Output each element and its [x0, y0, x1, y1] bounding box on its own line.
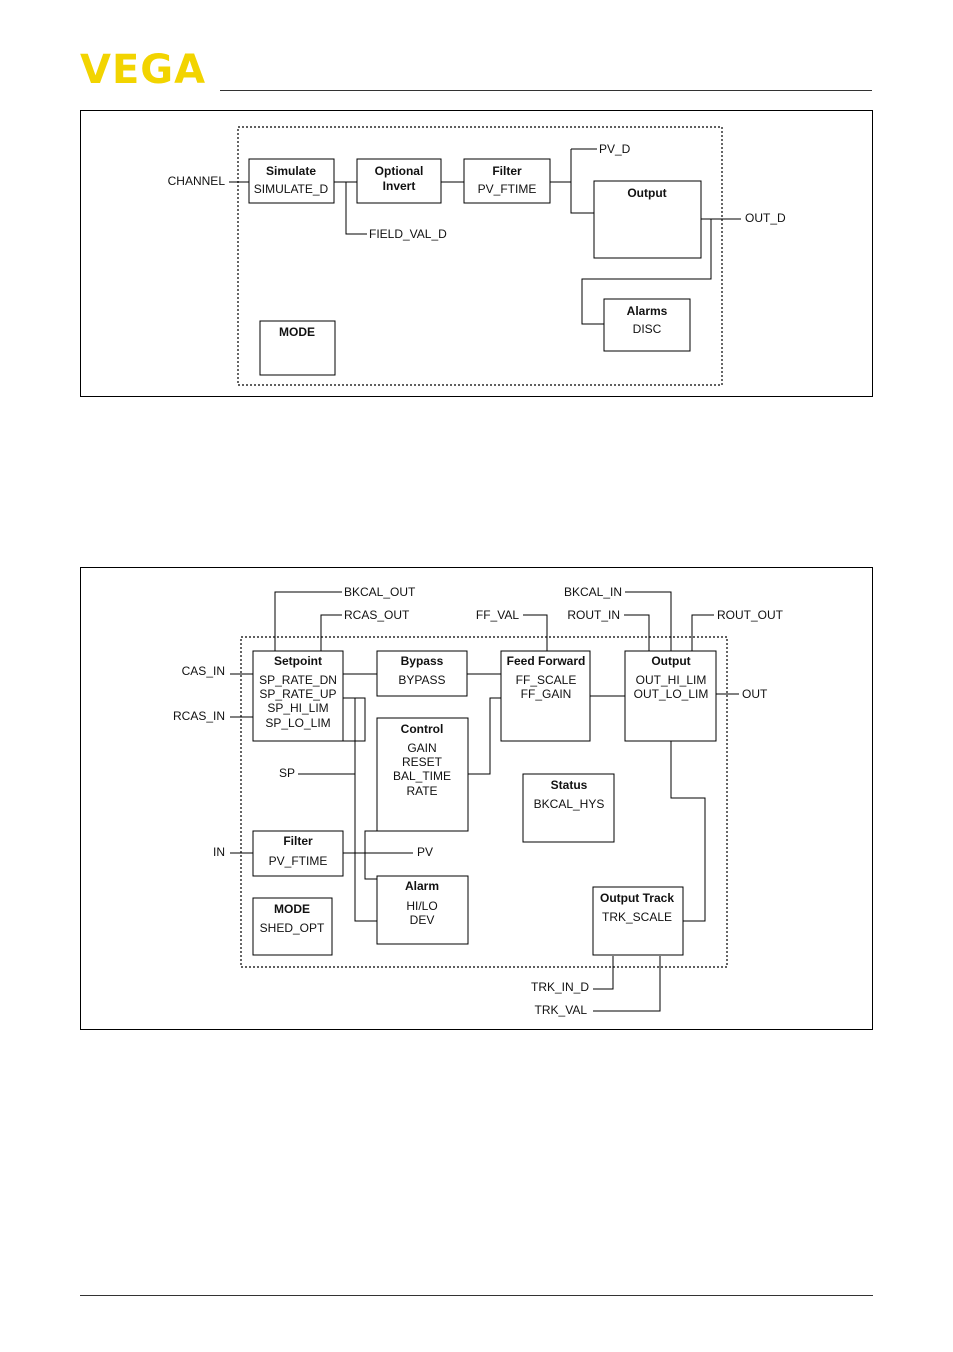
output-track-title: Output Track — [600, 891, 674, 905]
reset: RESET — [402, 755, 443, 769]
trk-val-label: TRK_VAL — [535, 1003, 588, 1017]
sp-lo-lim: SP_LO_LIM — [265, 716, 330, 730]
pv-label: PV — [417, 845, 433, 859]
mode-title: MODE — [274, 902, 310, 916]
trk-in-d-line — [593, 956, 614, 990]
filter-title: Filter — [283, 834, 313, 848]
out-hi-lim: OUT_HI_LIM — [636, 673, 707, 687]
rcas-out-label: RCAS_OUT — [344, 608, 410, 622]
filter-to-output-line — [570, 149, 594, 214]
control-to-ff-line — [467, 697, 501, 775]
setpoint-to-alarm-line — [354, 698, 377, 922]
pv-to-alarm-line — [364, 853, 377, 880]
simulate-param: SIMULATE_D — [254, 182, 329, 196]
alarm-box — [376, 875, 469, 945]
ff-val-label: FF_VAL — [476, 608, 519, 622]
discrete-output-block-diagram: CHANNEL Simulate SIMULATE_D Optional Inv… — [168, 126, 786, 386]
header-rule — [220, 90, 872, 91]
ff-scale: FF_SCALE — [516, 673, 577, 687]
setpoint-to-control-line — [343, 697, 366, 742]
optional-label: Optional — [375, 164, 424, 178]
alarm-title: Alarm — [405, 879, 439, 893]
output-title: Output — [627, 186, 666, 200]
bkcal-in-line — [625, 591, 672, 651]
field-val-d-label: FIELD_VAL_D — [369, 227, 447, 241]
diagram1-frame: CHANNEL Simulate SIMULATE_D Optional Inv… — [80, 110, 873, 397]
setpoint-box — [252, 650, 344, 742]
hi-lo: HI/LO — [406, 899, 437, 913]
optional-invert-box — [356, 158, 442, 204]
rout-in-label: ROUT_IN — [567, 608, 620, 622]
mode-box — [259, 320, 336, 376]
gain: GAIN — [407, 741, 436, 755]
rout-out-line — [691, 614, 714, 651]
status-box — [522, 773, 615, 843]
channel-label: CHANNEL — [168, 174, 226, 188]
output-to-track-line — [670, 741, 706, 922]
rout-out-label: ROUT_OUT — [717, 608, 784, 622]
function-block-boundary — [237, 126, 723, 386]
filter-box — [463, 158, 551, 204]
trk-scale: TRK_SCALE — [602, 910, 672, 924]
sp-label: SP — [279, 766, 295, 780]
filter-param: PV_FTIME — [269, 854, 328, 868]
rout-in-line — [624, 614, 650, 651]
filter-title: Filter — [492, 164, 522, 178]
bypass-title: Bypass — [401, 654, 444, 668]
bypass-param: BYPASS — [398, 673, 445, 687]
pv-d-label: PV_D — [599, 142, 631, 156]
output-box — [593, 180, 702, 259]
pid-block-diagram: BKCAL_OUT RCAS_OUT FF_VAL BKCAL_IN ROUT_… — [173, 585, 784, 1017]
bkcal-in-label: BKCAL_IN — [564, 585, 622, 599]
dev: DEV — [410, 913, 435, 927]
rcas-out-line — [320, 614, 342, 651]
output-track-box — [592, 886, 684, 956]
ff-val-line — [523, 614, 548, 651]
trk-in-d-label: TRK_IN_D — [531, 980, 589, 994]
field-val-d-line — [345, 182, 367, 235]
output-title: Output — [651, 654, 690, 668]
status-title: Status — [551, 778, 588, 792]
out-label: OUT — [742, 687, 768, 701]
out-lo-lim: OUT_LO_LIM — [634, 687, 709, 701]
filter-param: PV_FTIME — [478, 182, 537, 196]
sp-rate-up: SP_RATE_UP — [259, 687, 336, 701]
sp-rate-dn: SP_RATE_DN — [259, 673, 337, 687]
control-title: Control — [401, 722, 444, 736]
cas-in-label: CAS_IN — [182, 664, 225, 678]
rate: RATE — [406, 784, 437, 798]
bkcal-out-label: BKCAL_OUT — [344, 585, 416, 599]
bkcal-out-line — [274, 591, 342, 651]
alarms-param: DISC — [633, 322, 662, 336]
mode-box — [252, 897, 333, 956]
alarms-title: Alarms — [627, 304, 668, 318]
pv-to-control-line — [364, 830, 377, 853]
bkcal-hys: BKCAL_HYS — [534, 797, 605, 811]
invert-label: Invert — [383, 179, 416, 193]
feed-forward-title: Feed Forward — [507, 654, 586, 668]
output-box — [624, 650, 717, 742]
out-d-label: OUT_D — [745, 211, 786, 225]
footer-rule — [80, 1295, 873, 1296]
filter-box — [252, 830, 344, 877]
shed-opt: SHED_OPT — [260, 921, 325, 935]
rcas-in-label: RCAS_IN — [173, 709, 225, 723]
output-to-alarms-line — [581, 219, 712, 325]
simulate-box — [248, 158, 335, 204]
bal-time: BAL_TIME — [393, 769, 451, 783]
diagram2-frame: BKCAL_OUT RCAS_OUT FF_VAL BKCAL_IN ROUT_… — [80, 567, 873, 1030]
ff-gain: FF_GAIN — [521, 687, 572, 701]
sp-hi-lim: SP_HI_LIM — [267, 701, 328, 715]
in-label: IN — [213, 845, 225, 859]
alarms-box — [603, 298, 691, 352]
feed-forward-box — [500, 650, 591, 742]
simulate-title: Simulate — [266, 164, 316, 178]
mode-title: MODE — [279, 325, 315, 339]
bypass-box — [376, 650, 468, 697]
setpoint-title: Setpoint — [274, 654, 322, 668]
vega-logo: VEGA — [80, 47, 207, 93]
control-box — [376, 717, 469, 832]
trk-val-line — [593, 956, 661, 1012]
